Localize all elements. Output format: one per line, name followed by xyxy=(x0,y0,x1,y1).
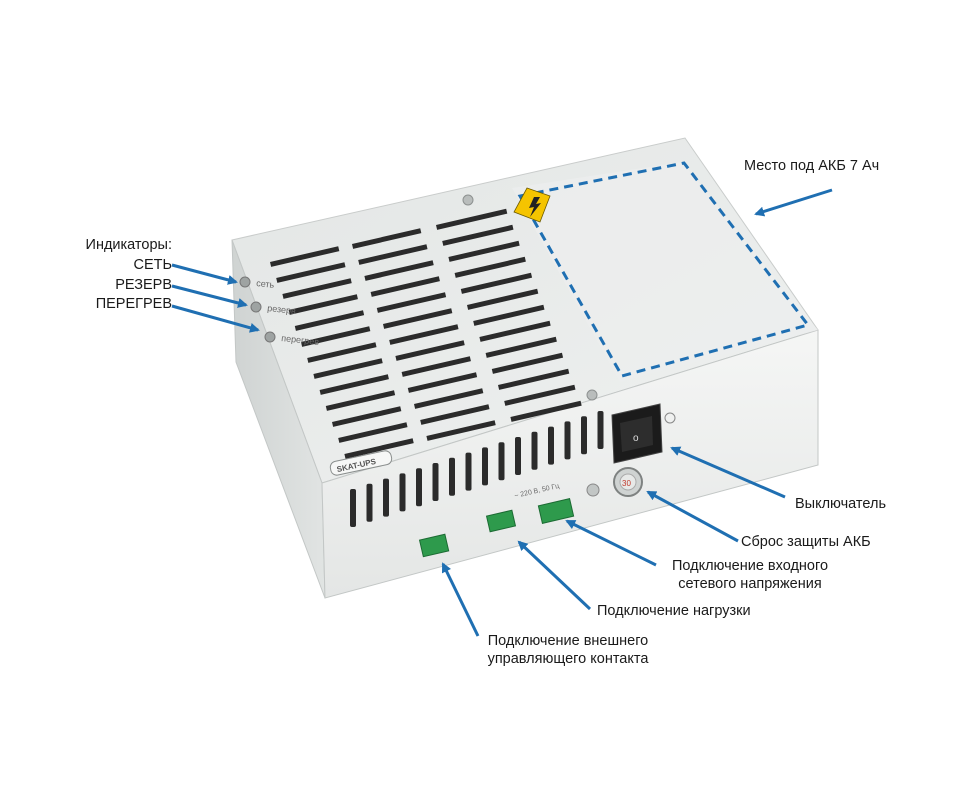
warning-sticker xyxy=(513,187,551,223)
vent-slot xyxy=(319,374,389,395)
vent-slot xyxy=(288,294,358,315)
screw-ground xyxy=(586,483,600,497)
label-battery-place: Место под АКБ 7 Ач xyxy=(744,158,880,174)
vent-slot xyxy=(395,340,465,361)
front-vent-slot xyxy=(399,473,406,512)
front-vent-slot xyxy=(383,478,389,517)
vent-slot xyxy=(467,288,539,310)
front-vent-slot xyxy=(548,426,554,465)
vent-slot xyxy=(301,326,371,347)
battery-dashed-outline xyxy=(517,161,811,378)
vent-slot xyxy=(376,292,447,313)
vent-slot xyxy=(282,278,352,299)
vent-slot xyxy=(436,208,508,230)
vent-slot xyxy=(313,358,383,379)
front-vent-slot xyxy=(416,468,422,507)
vent-slot xyxy=(491,352,564,374)
led-label-rezerv: резерв xyxy=(267,303,297,316)
label-ind-set: СЕТЬ xyxy=(133,257,172,273)
vent-slot xyxy=(426,420,496,441)
reset-button: 30 xyxy=(613,467,643,497)
front-vent-slot xyxy=(531,431,538,470)
front-vent-slot xyxy=(597,411,604,449)
vent-slot xyxy=(448,240,520,262)
svg-text:o: o xyxy=(633,433,639,444)
battery-panel xyxy=(512,162,818,382)
indicator-leds: сеть резерв перегрев xyxy=(239,276,320,347)
vent-slot xyxy=(473,304,545,326)
vent-slot xyxy=(497,368,570,390)
vent-slot xyxy=(510,400,582,422)
case-front-face xyxy=(321,329,819,599)
front-vent-slot xyxy=(581,416,587,455)
label-external-line1: Подключение внешнего xyxy=(487,633,649,649)
label-switch: Выключатель xyxy=(795,496,886,512)
led-set xyxy=(239,276,251,288)
front-vent-slot xyxy=(498,442,505,481)
vent-slot xyxy=(276,262,346,283)
led-rezerv xyxy=(250,301,262,313)
vent-slot xyxy=(358,244,428,265)
front-vent-slot xyxy=(564,421,571,460)
vent-slot xyxy=(420,404,490,425)
terminal-external xyxy=(418,533,450,558)
front-vent-slot xyxy=(432,463,439,501)
front-vent-slot xyxy=(465,452,472,491)
vent-slot xyxy=(370,276,440,297)
terminal-load xyxy=(485,509,517,533)
label-input: Подключение входного сетевого напряжения xyxy=(650,557,850,593)
vent-slot xyxy=(401,356,471,377)
vent-slot xyxy=(460,272,533,294)
label-input-line2: сетевого напряжения xyxy=(678,576,822,592)
screw-front xyxy=(586,389,598,401)
vent-slot xyxy=(485,336,557,358)
label-ind-rezerv: РЕЗЕРВ xyxy=(115,277,172,293)
top-vents xyxy=(270,208,582,459)
vent-slot xyxy=(479,320,551,342)
label-load: Подключение нагрузки xyxy=(597,603,751,619)
label-ind-peregrev: ПЕРЕГРЕВ xyxy=(95,296,172,312)
front-vent-slot xyxy=(366,483,373,522)
label-external-line2: управляющего контакта xyxy=(487,651,649,667)
label-input-line1: Подключение входного xyxy=(671,558,829,574)
vent-slot xyxy=(352,228,422,249)
power-switch: o xyxy=(611,403,676,464)
front-vents xyxy=(350,411,604,527)
vent-slot xyxy=(294,310,365,331)
front-vent-slot xyxy=(350,489,356,527)
led-label-peregrev: перегрев xyxy=(281,333,320,347)
vent-slot xyxy=(389,324,459,345)
vent-slot xyxy=(382,308,453,329)
terminal-input xyxy=(537,498,575,524)
reset-value: 30 xyxy=(622,479,631,488)
led-peregrev xyxy=(264,331,276,343)
screw-top xyxy=(462,194,474,206)
label-indicators-title: Индикаторы: xyxy=(85,237,172,253)
vent-slot xyxy=(332,406,402,427)
vent-slot xyxy=(407,372,478,393)
front-vent-slot xyxy=(482,447,488,486)
label-external: Подключение внешнего управляющего контак… xyxy=(468,632,668,668)
vent-slot xyxy=(307,342,377,363)
vent-slot xyxy=(454,256,526,278)
vent-slot xyxy=(364,260,434,281)
vent-slot xyxy=(325,390,396,411)
led-label-set: сеть xyxy=(256,278,275,290)
vent-slot xyxy=(270,246,340,267)
front-vent-slot xyxy=(515,437,521,475)
vent-slot xyxy=(344,438,414,459)
vent-slot xyxy=(442,224,514,246)
label-reset: Сброс защиты АКБ xyxy=(741,534,871,550)
vent-slot xyxy=(414,388,484,409)
front-vent-slot xyxy=(449,457,455,496)
vent-slot xyxy=(504,384,576,406)
vent-slot xyxy=(338,422,408,443)
